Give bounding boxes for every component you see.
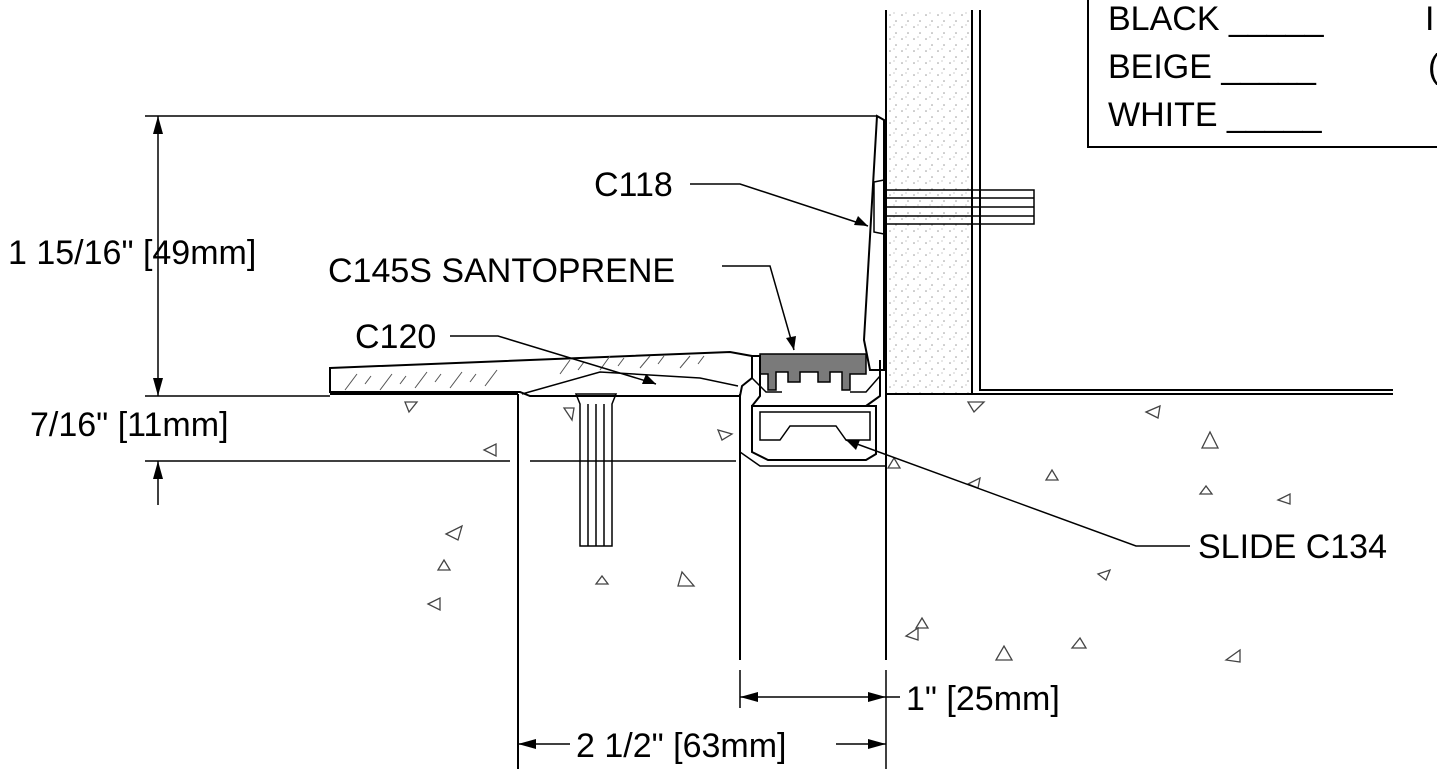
wall [885, 10, 1393, 395]
c118-plate [862, 114, 885, 371]
callout-slide-c134: SLIDE C134 [845, 439, 1387, 566]
floor-substrate [330, 393, 887, 769]
wall-stipple [886, 10, 972, 394]
legend-beige: BEIGE _____ [1108, 48, 1317, 86]
dim-lip-height: 7/16" [11mm] [30, 406, 736, 505]
overall-width-label: 2 1/2" [63mm] [576, 727, 787, 765]
slide-label: SLIDE C134 [1198, 528, 1387, 566]
c120-ramp [329, 350, 753, 397]
color-legend: BLACK _____ BEIGE _____ WHITE _____ I ( [1087, 0, 1437, 148]
c145s-label: C145S SANTOPRENE [328, 252, 675, 290]
legend-black: BLACK _____ [1108, 0, 1325, 38]
legend-white: WHITE _____ [1108, 96, 1323, 134]
callout-c145s: C145S SANTOPRENE [328, 252, 796, 351]
dim-gap-width: 1" [25mm] [739, 670, 1060, 769]
c120-label: C120 [355, 318, 436, 356]
c118-label: C118 [594, 166, 673, 204]
legend-beige-right: ( [1428, 48, 1437, 86]
dim-total-height: 1 15/16" [49mm] [8, 115, 877, 397]
c145s-santoprene [751, 353, 881, 407]
total-height-label: 1 15/16" [49mm] [8, 234, 256, 272]
slide-c134 [739, 396, 886, 467]
screw [574, 393, 618, 547]
legend-border [1087, 0, 1437, 148]
callout-c118: C118 [594, 166, 869, 227]
callout-c120: C120 [355, 318, 657, 385]
gap-width-label: 1" [25mm] [906, 680, 1060, 718]
concrete-aggregate [404, 401, 1291, 663]
lip-height-label: 7/16" [11mm] [30, 406, 229, 444]
wall-anchor [885, 189, 1035, 225]
legend-black-right: I [1425, 0, 1434, 38]
dim-overall-width: 2 1/2" [63mm] [518, 727, 886, 765]
ramp-hatch [344, 355, 705, 391]
